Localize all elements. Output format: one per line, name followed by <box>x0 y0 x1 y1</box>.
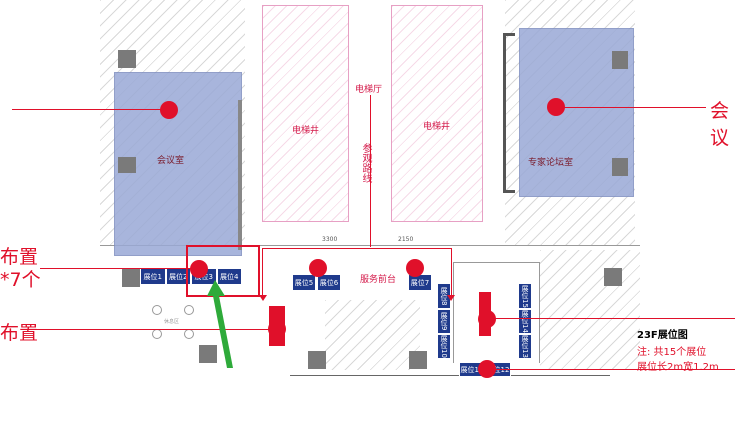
lounge-seat <box>184 329 194 339</box>
booth-13[interactable]: 展位13 <box>518 334 532 359</box>
marker-dot[interactable] <box>547 98 565 116</box>
lounge-seat <box>184 305 194 315</box>
booth-10[interactable]: 展位10 <box>437 334 451 359</box>
elevator-shaft-right <box>391 5 483 222</box>
callout-left-bottom: 布置 <box>0 322 39 344</box>
callout-right-top: 会议 <box>710 100 730 149</box>
elevator-shaft-left <box>262 5 349 222</box>
callout-line <box>40 268 198 269</box>
lounge-seat <box>152 305 162 315</box>
route-line <box>370 95 371 247</box>
callout-line <box>12 109 168 110</box>
column <box>118 157 136 173</box>
booth-4[interactable]: 展位4 <box>216 268 242 285</box>
column <box>308 351 326 369</box>
elevator-shaft-left-label: 电梯井 <box>292 126 320 136</box>
marker-dot[interactable] <box>478 310 496 328</box>
booth-15[interactable]: 展位15 <box>518 283 532 309</box>
booth-1[interactable]: 展位1 <box>140 268 166 285</box>
lounge-label: 休息区 <box>164 319 180 325</box>
marker-dot[interactable] <box>268 320 286 338</box>
route-arrowhead <box>447 295 455 301</box>
booth-6[interactable]: 展位6 <box>317 274 341 291</box>
visit-route-label: 参观路线 <box>360 143 371 183</box>
column <box>118 50 136 68</box>
callout-line <box>30 329 277 330</box>
column <box>612 158 628 176</box>
elevator-shaft-right-label: 电梯井 <box>423 122 451 132</box>
lounge-area: 休息区 <box>150 305 198 343</box>
callout-left-top-line2: *7个 <box>0 269 41 291</box>
route-arrowhead <box>259 295 267 301</box>
floor-bottom-edge <box>290 375 610 376</box>
column <box>122 269 140 287</box>
marker-dot[interactable] <box>309 259 327 277</box>
route-line <box>451 248 452 298</box>
booth-area-outline <box>453 262 540 363</box>
callout-left-top-line1: 布置 <box>0 246 39 268</box>
column <box>409 351 427 369</box>
callout-line <box>556 107 706 108</box>
marker-dot[interactable] <box>160 101 178 119</box>
callout-line <box>487 369 735 370</box>
route-line <box>262 248 452 249</box>
column <box>199 345 217 363</box>
expert-forum-wall <box>503 33 515 193</box>
expert-forum-label: 专家论坛室 <box>528 158 574 168</box>
marker-dot[interactable] <box>478 360 496 378</box>
dimension-right: 2150 <box>398 236 414 243</box>
elevator-hall-label: 电梯厅 <box>355 85 383 95</box>
marker-dot[interactable] <box>406 259 424 277</box>
lounge-seat <box>152 329 162 339</box>
legend-note-1: 注: 共15个展位 <box>637 347 707 358</box>
floor-hatch-bottom <box>325 300 420 370</box>
meeting-room-wall <box>238 100 242 250</box>
column <box>604 268 622 286</box>
marker-dot[interactable] <box>190 260 208 278</box>
booth-14[interactable]: 展位14 <box>518 309 532 334</box>
meeting-room-label: 会议室 <box>157 156 185 166</box>
callout-line <box>487 318 735 319</box>
floor-hatch-bottom-right <box>540 250 640 370</box>
route-line <box>262 248 263 298</box>
green-arrow <box>207 280 233 368</box>
booth-5[interactable]: 展位5 <box>292 274 316 291</box>
booth-9[interactable]: 展位9 <box>437 309 451 334</box>
legend-title: 23F展位图 <box>637 330 688 341</box>
column <box>612 51 628 69</box>
service-desk-label: 服务前台 <box>360 275 397 285</box>
legend-note-2: 展位长2m宽1.2m <box>637 362 719 373</box>
dimension-left: 3300 <box>322 236 338 243</box>
